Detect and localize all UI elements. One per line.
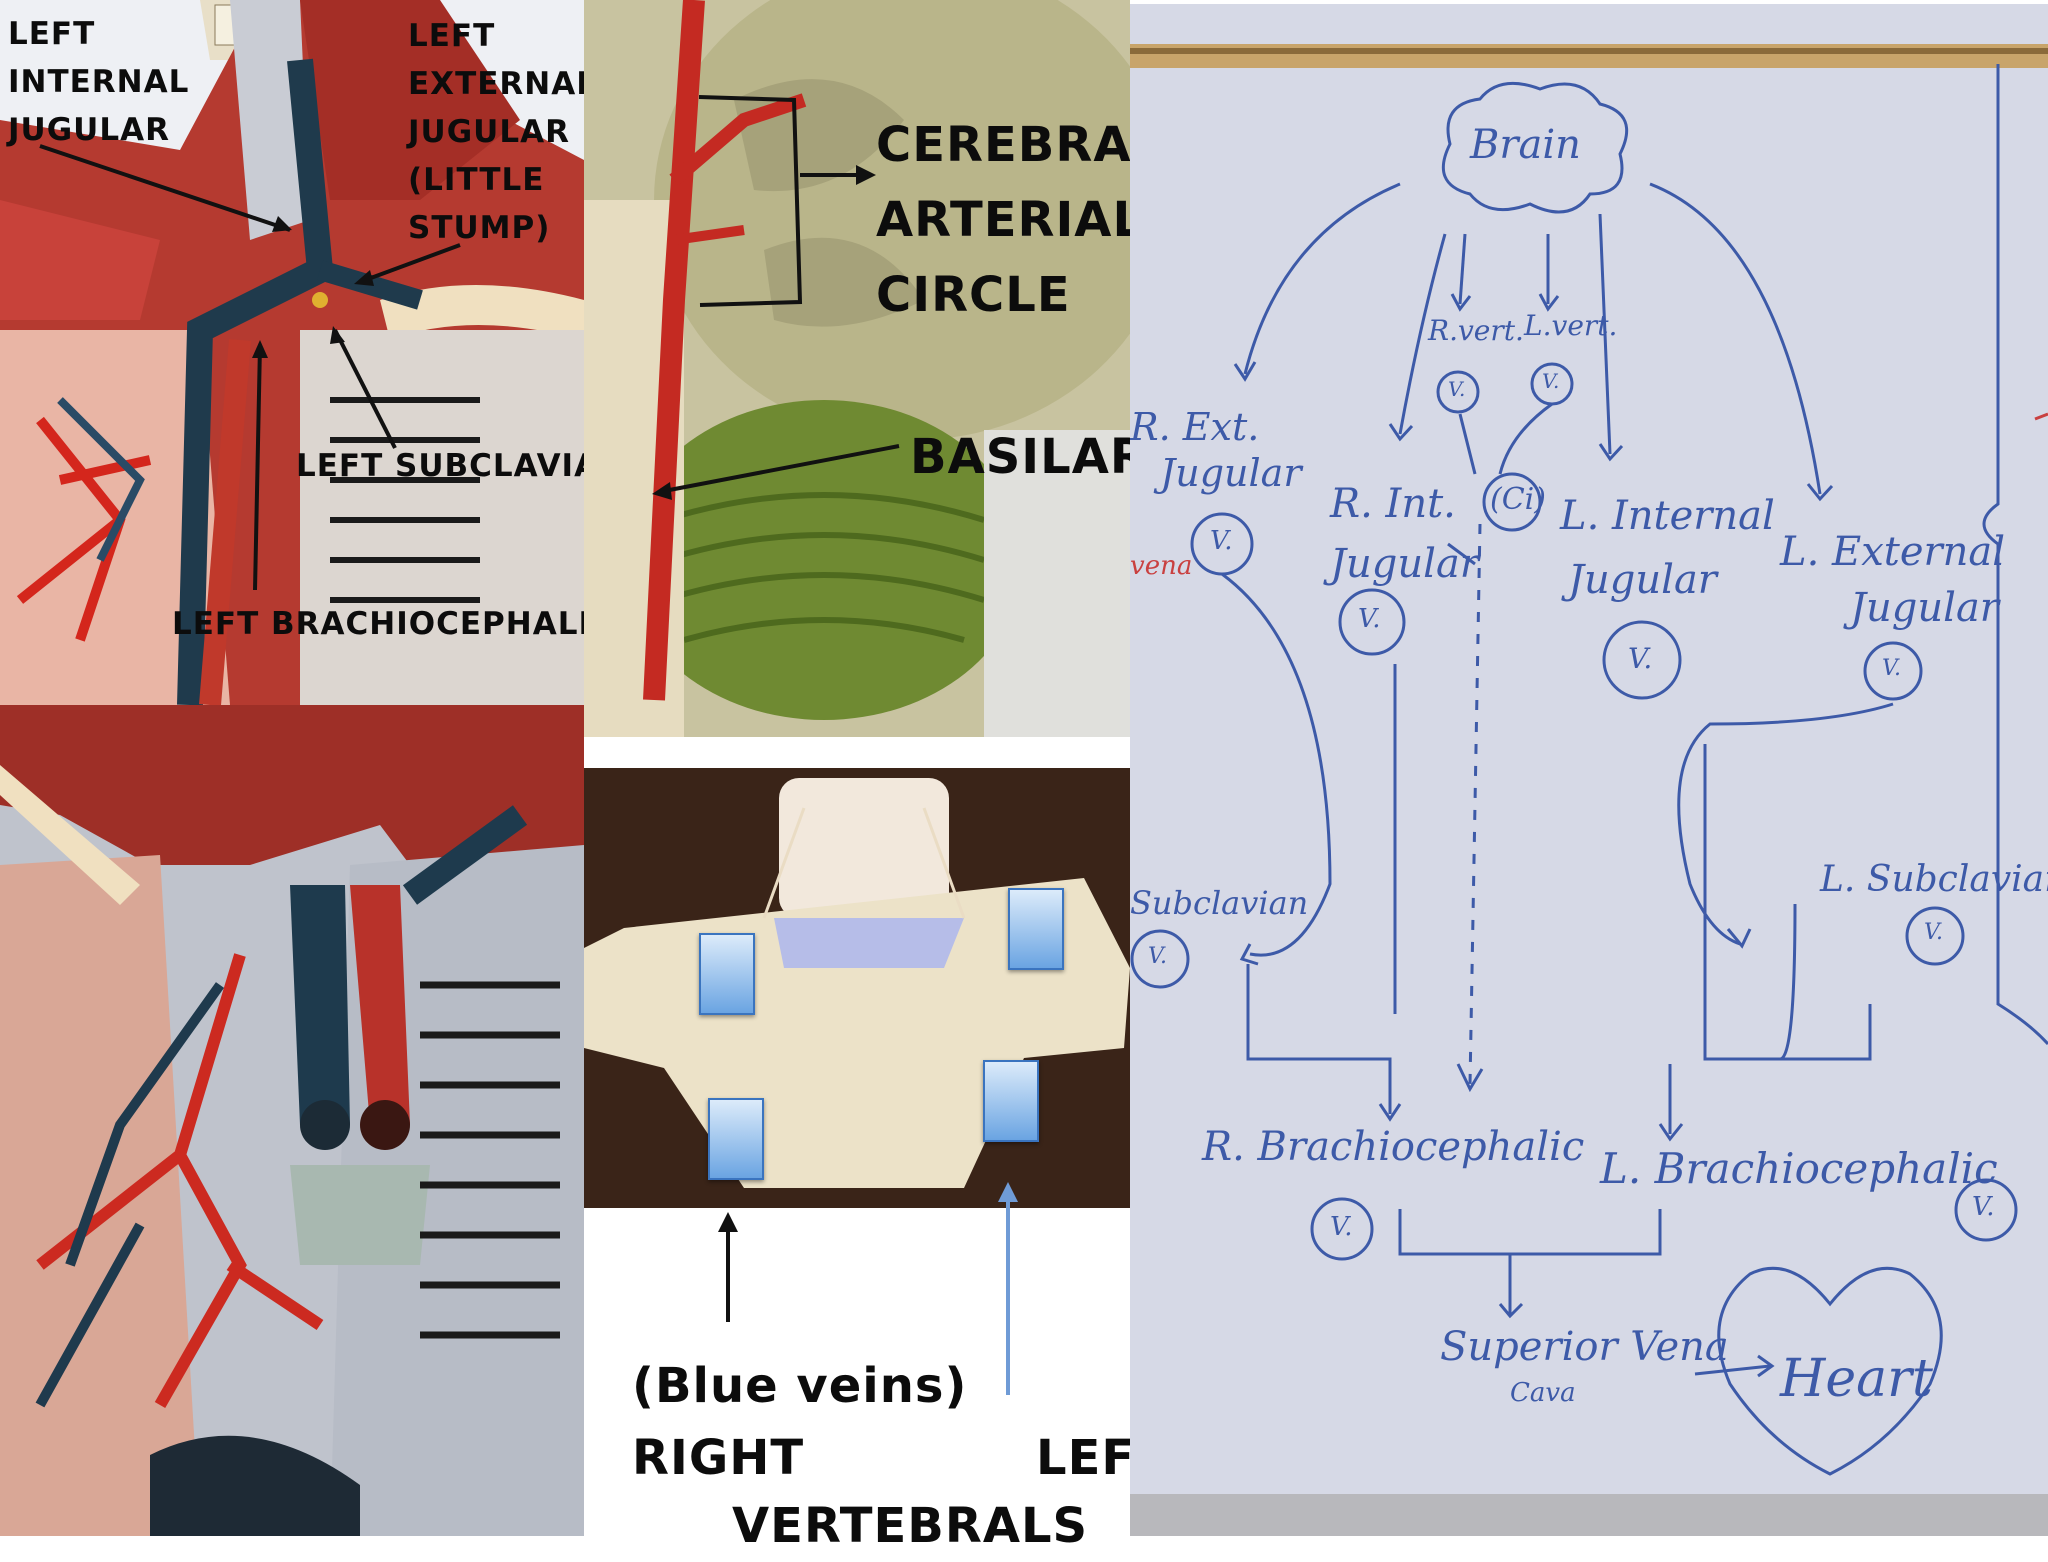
left-vertebral-marker-upper [1008, 888, 1064, 970]
cerebral-arterial-circle-label: CEREBRAL ARTERIAL CIRCLE [876, 117, 1130, 323]
brain-illustration [584, 0, 1130, 737]
wb-r-ext-jugular: R. Ext. Jugular [1130, 405, 1302, 495]
wb-r-ext-jugular-v: V. [1210, 526, 1233, 556]
blue-veins-caption: (Blue veins) [632, 1358, 968, 1414]
wb-l-brachiocephalic: L. Brachiocephalic [1600, 1144, 1998, 1193]
wb-r-vert-v: V. [1448, 377, 1466, 401]
basilar-label: BASILAR [910, 429, 1148, 485]
right-vertebral-marker-upper [699, 933, 755, 1015]
thorax-photo [0, 705, 584, 1536]
vertebra-illustration [584, 768, 1130, 1208]
wb-ci: (Ci) [1490, 482, 1546, 517]
wb-superior-vena-cava: Superior Vena Cava [1440, 1324, 1729, 1408]
neck-veins-photo: LEFT INTERNAL JUGULAR LEFT EXTERNAL JUGU… [0, 0, 584, 705]
wb-l-brachiocephalic-v: V. [1972, 1192, 1995, 1222]
wb-l-external-jugular-v: V. [1882, 656, 1902, 681]
left-subclavian-label: LEFT SUBCLAVIAN [296, 448, 584, 484]
wb-r-subclavian-v: V. [1148, 944, 1168, 969]
wb-l-subclavian-v: V. [1924, 920, 1944, 945]
vertebra-photo [584, 768, 1130, 1208]
whiteboard-photo: vena Brain R.vert. L.vert. V. V. (Ci) R.… [1130, 4, 2048, 1536]
brain-photo: CEREBRAL ARTERIAL CIRCLE [584, 0, 1130, 737]
wb-r-int-jugular: R. Int. Jugular [1330, 481, 1479, 587]
wb-l-vert: L.vert. [1524, 309, 1618, 342]
wb-l-external-jugular: L. External Jugular [1780, 529, 2006, 631]
wb-r-subclavian: Subclavian [1130, 884, 1309, 922]
right-vertebral-marker-lower [708, 1098, 764, 1180]
right-label: RIGHT [632, 1430, 805, 1486]
wb-r-brachiocephalic: R. Brachiocephalic [1202, 1124, 1585, 1170]
svg-text:vena: vena [1130, 551, 1192, 581]
wb-l-subclavian: L. Subclavian [1820, 859, 2048, 900]
wb-l-vert-v: V. [1542, 369, 1560, 393]
neck-veins-illustration [0, 0, 584, 705]
left-external-jugular-label: LEFT EXTERNAL JUGULAR (LITTLE STUMP) [408, 18, 584, 246]
left-vertebral-marker-lower [983, 1060, 1039, 1142]
left-internal-jugular-label: LEFT INTERNAL JUGULAR [8, 16, 190, 148]
wb-heart: Heart [1780, 1349, 1933, 1409]
wb-r-int-jugular-v: V. [1358, 604, 1381, 634]
thorax-illustration [0, 705, 584, 1536]
whiteboard-diagram: vena [1130, 4, 2048, 1536]
wb-r-brachiocephalic-v: V. [1330, 1212, 1353, 1242]
wb-brain: Brain [1470, 122, 1581, 168]
left-brachiocephalic-label: LEFT BRACHIOCEPHALIC [172, 606, 584, 642]
vertebrals-label: VERTEBRALS [732, 1498, 1089, 1554]
wb-r-vert: R.vert. [1428, 314, 1524, 347]
wb-l-internal-jugular-v: V. [1628, 642, 1653, 675]
wb-l-internal-jugular: L. Internal Jugular [1560, 493, 1775, 603]
